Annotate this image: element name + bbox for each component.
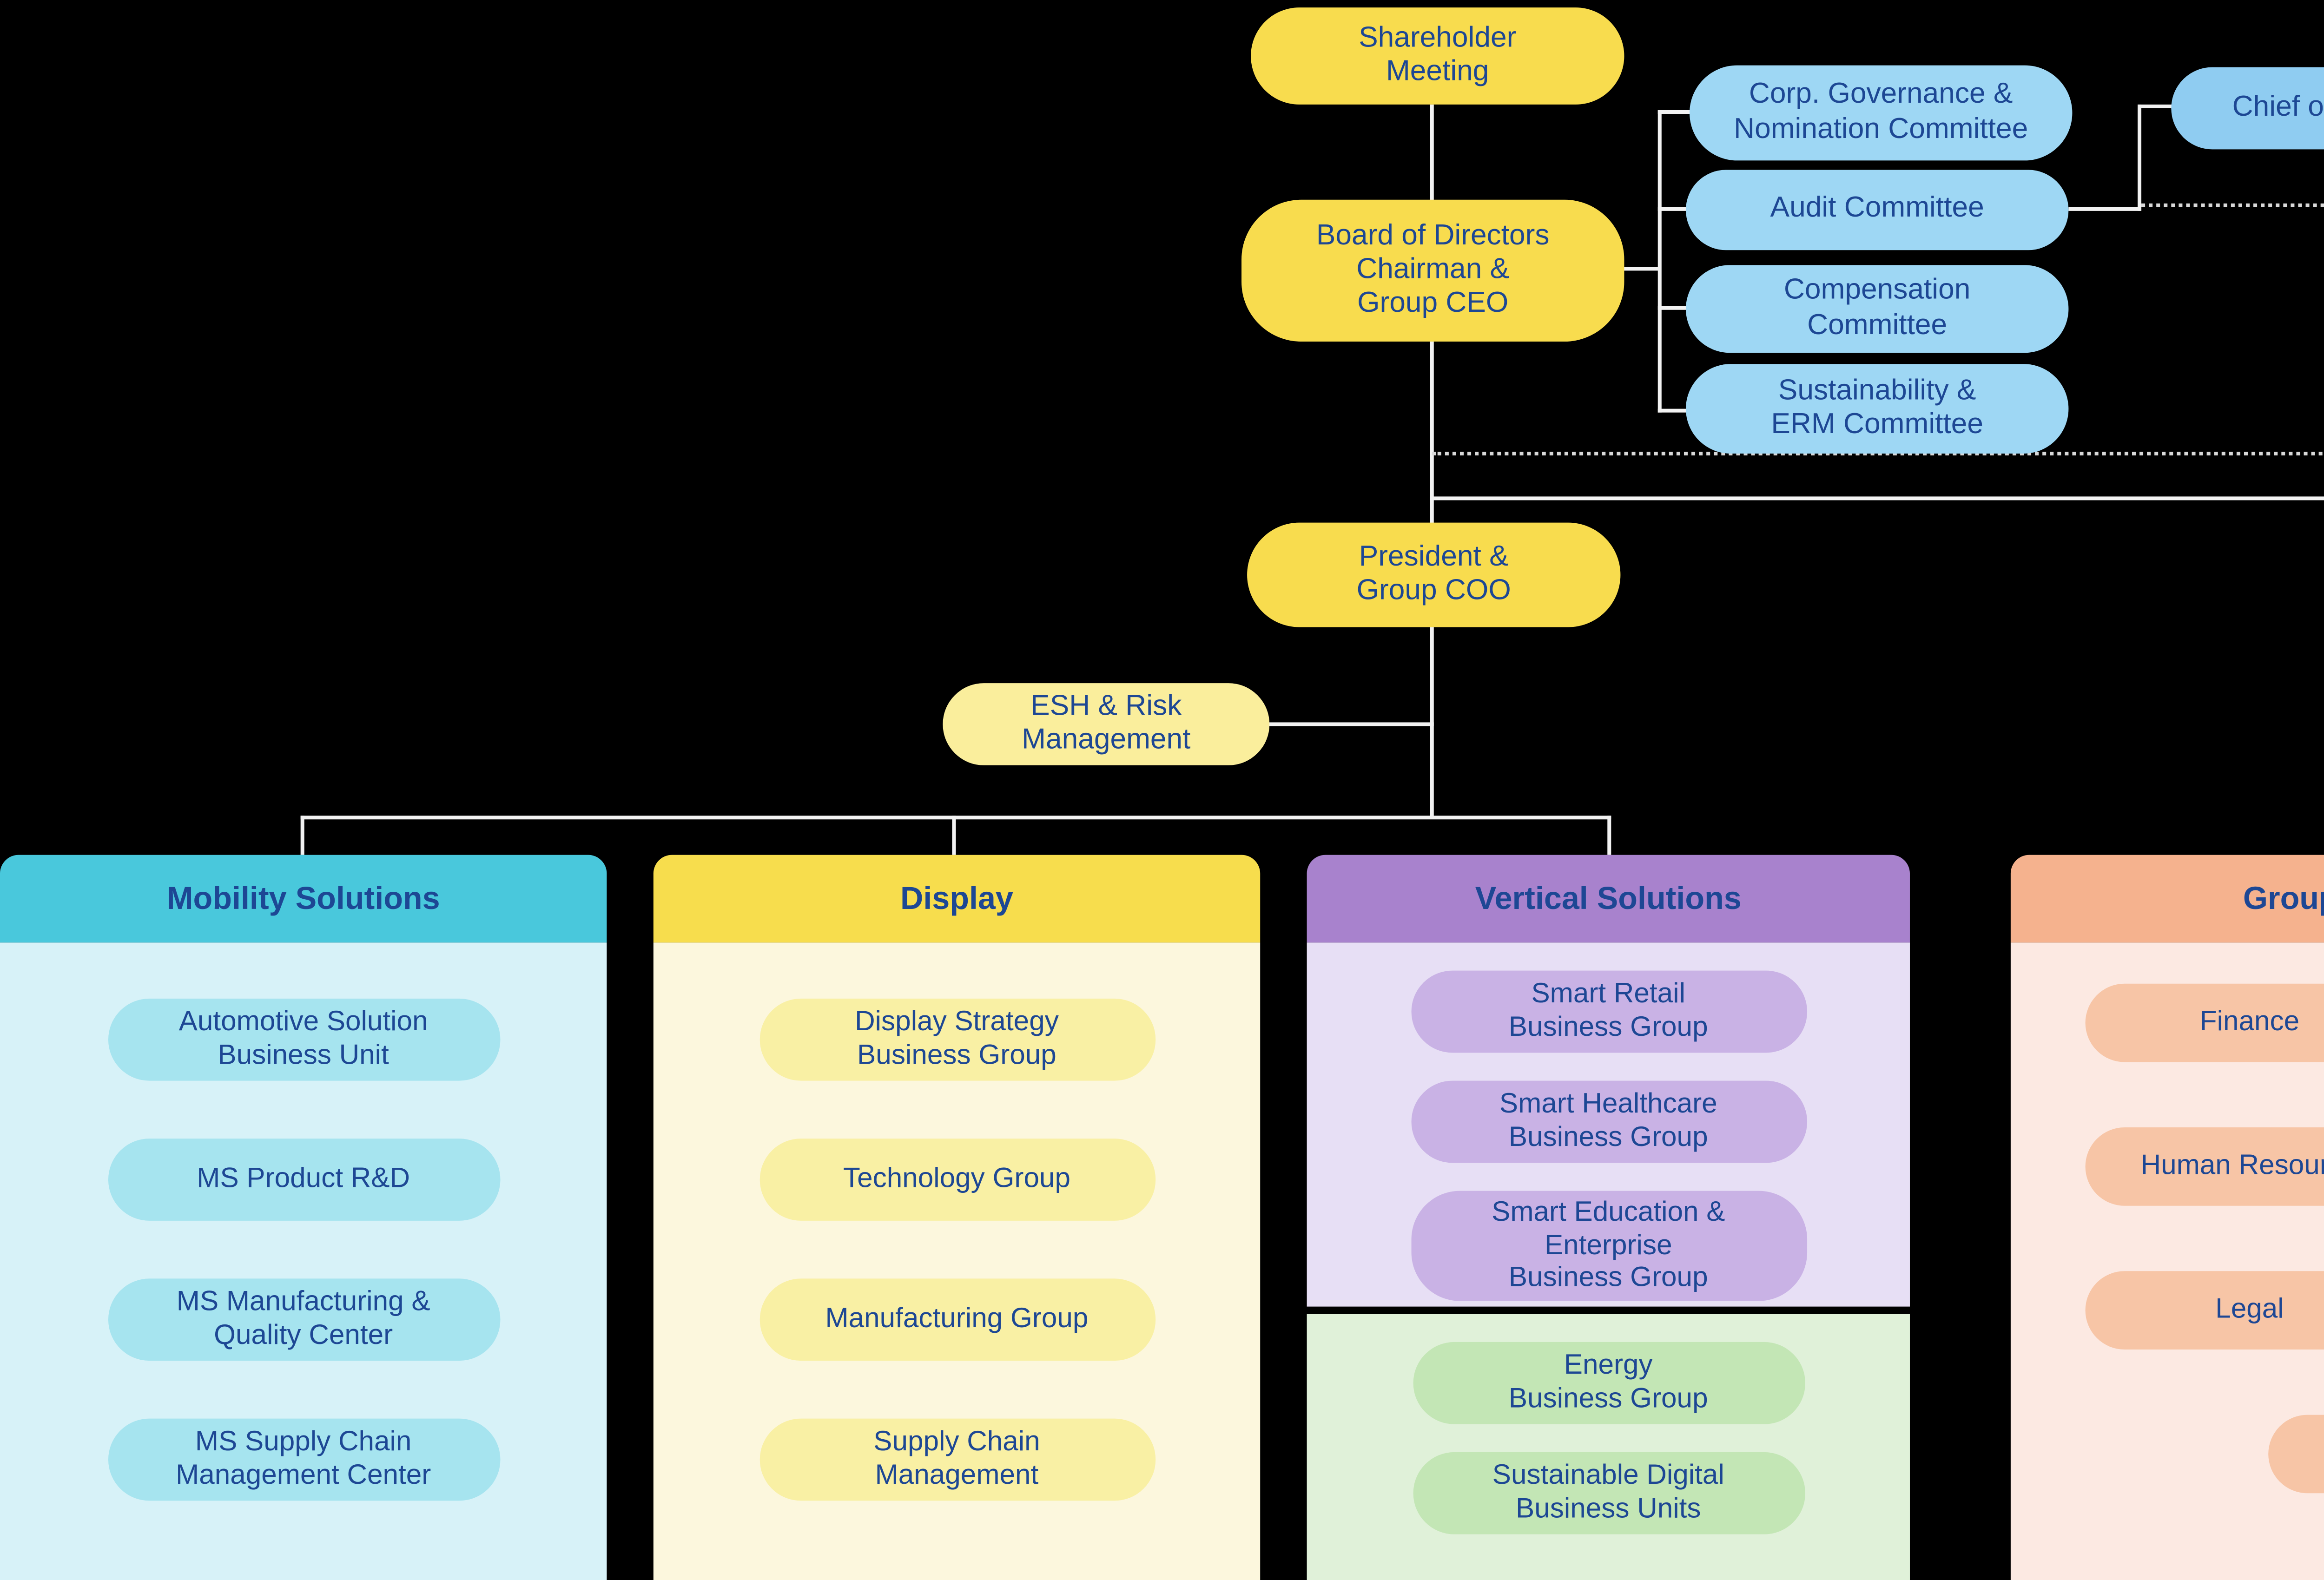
connector-audit-compliance-h bbox=[2068, 207, 2142, 211]
unit-legal: Legal bbox=[2085, 1271, 2324, 1350]
connector-shareholder-board bbox=[1430, 104, 1434, 202]
unit-sustainable-digital: Sustainable Digital Business Units bbox=[1412, 1452, 1805, 1534]
unit-smart-retail: Smart Retail Business Group bbox=[1410, 970, 1807, 1053]
infra-row-3: Legal Strategic Investment, M&A bbox=[2011, 1271, 2324, 1350]
node-compensation-committee: Compensation Committee bbox=[1685, 265, 2069, 353]
unit-human-resource: Human Resource bbox=[2085, 1127, 2324, 1206]
unit-technology-group: Technology Group bbox=[759, 1139, 1155, 1221]
node-board-of-directors: Board of Directors Chairman & Group CEO bbox=[1241, 199, 1624, 342]
infrastructure-body: Finance Digital Technology Human Resourc… bbox=[2010, 942, 2324, 1580]
division-display: Display Display Strategy Business Group … bbox=[653, 855, 1261, 1580]
node-sustainability-erm-committee: Sustainability & ERM Committee bbox=[1685, 364, 2069, 454]
connector-audit-compliance-v bbox=[2138, 104, 2142, 211]
connector-stub-sustainability bbox=[1657, 408, 1688, 413]
unit-energy-business: Energy Business Group bbox=[1412, 1342, 1805, 1424]
node-shareholder-meeting: Shareholder Meeting bbox=[1251, 7, 1624, 105]
division-header-vertical: Vertical Solutions bbox=[1307, 855, 1910, 943]
node-president-coo: President & Group COO bbox=[1247, 522, 1621, 627]
unit-smart-healthcare: Smart Healthcare Business Group bbox=[1410, 1080, 1807, 1163]
division-header-mobility: Mobility Solutions bbox=[0, 855, 607, 943]
unit-auditing: Auditing bbox=[2268, 1415, 2324, 1494]
connector-stub-audit bbox=[1657, 207, 1688, 211]
unit-supply-chain-management: Supply Chain Management bbox=[759, 1418, 1155, 1501]
unit-ms-product-rd: MS Product R&D bbox=[107, 1139, 500, 1221]
division-header-display: Display bbox=[653, 855, 1261, 943]
node-corp-governance-committee: Corp. Governance & Nomination Committee bbox=[1690, 65, 2073, 161]
unit-finance: Finance bbox=[2085, 983, 2324, 1062]
vertical-green-body: Energy Business Group Sustainable Digita… bbox=[1307, 1314, 1910, 1580]
infra-row-2: Human Resource Sustainability Developmen… bbox=[2011, 1127, 2324, 1206]
unit-ms-supply-chain: MS Supply Chain Management Center bbox=[107, 1418, 500, 1501]
connector-drop-vertical bbox=[1607, 816, 1611, 855]
unit-manufacturing-group: Manufacturing Group bbox=[759, 1278, 1155, 1361]
connector-drop-mobility bbox=[300, 816, 304, 855]
unit-smart-education: Smart Education & Enterprise Business Gr… bbox=[1410, 1191, 1807, 1301]
infra-row-4: Auditing bbox=[2011, 1415, 2324, 1494]
division-header-infrastructure: Group Infrastructure Unit bbox=[2010, 855, 2324, 943]
connector-branch-infra-h bbox=[1430, 496, 2324, 500]
connector-stub-governance bbox=[1657, 110, 1692, 114]
mobility-body: Automotive Solution Business Unit MS Pro… bbox=[0, 942, 607, 1580]
connector-distribution bbox=[300, 816, 1611, 820]
connector-drop-display bbox=[952, 816, 956, 855]
connector-board-president bbox=[1430, 342, 1434, 525]
node-audit-committee: Audit Committee bbox=[1685, 170, 2069, 250]
connector-audit-compliance-h2 bbox=[2138, 104, 2173, 108]
unit-automotive-solution: Automotive Solution Business Unit bbox=[107, 998, 500, 1081]
connector-stub-compensation bbox=[1657, 306, 1688, 310]
division-mobility-solutions: Mobility Solutions Automotive Solution B… bbox=[0, 855, 607, 1580]
vertical-smart-body: Smart Retail Business Group Smart Health… bbox=[1307, 942, 1910, 1307]
connector-esh bbox=[1268, 722, 1434, 726]
infra-row-1: Finance Digital Technology bbox=[2011, 983, 2324, 1062]
dotted-compliance-h bbox=[1432, 452, 2324, 456]
connector-committee-bracket bbox=[1657, 110, 1662, 413]
unit-display-strategy: Display Strategy Business Group bbox=[759, 998, 1155, 1081]
connector-board-committees bbox=[1620, 267, 1660, 271]
division-vertical-solutions: Vertical Solutions Smart Retail Business… bbox=[1307, 855, 1910, 1580]
dotted-audit-right bbox=[2141, 203, 2324, 207]
node-esh-risk-management: ESH & Risk Management bbox=[943, 683, 1270, 765]
display-body: Display Strategy Business Group Technolo… bbox=[653, 942, 1261, 1580]
unit-ms-manufacturing: MS Manufacturing & Quality Center bbox=[107, 1278, 500, 1361]
division-group-infrastructure: Group Infrastructure Unit Finance Digita… bbox=[2010, 855, 2324, 1580]
node-chief-of-compliance: Chief of Compliance bbox=[2171, 67, 2324, 150]
